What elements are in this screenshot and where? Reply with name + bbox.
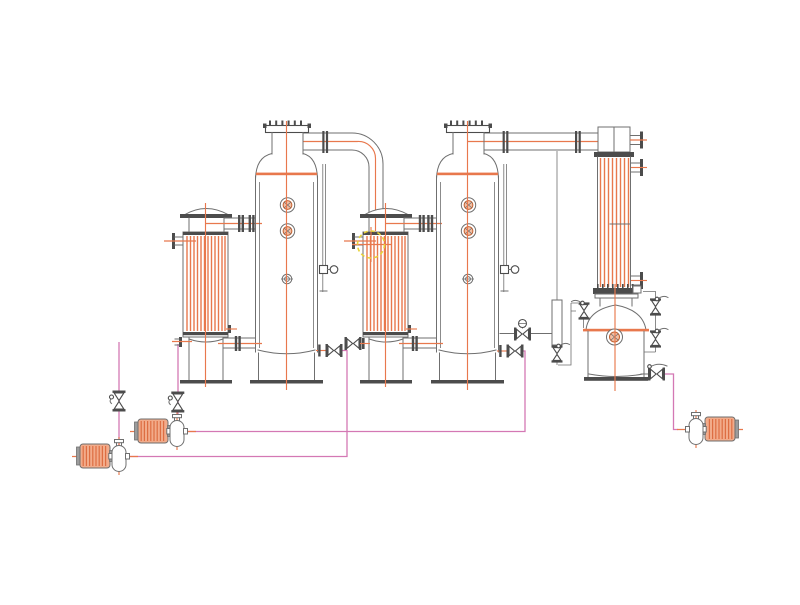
condenser: [593, 126, 647, 299]
receiver-drain-valve: [647, 366, 666, 382]
barometric-column: [499, 299, 571, 365]
receiver-right-vent-valve-lower: [649, 327, 669, 349]
separator-2: [399, 119, 525, 391]
pipe-pump1-discharge-to-separator2: [186, 350, 526, 433]
vapor-elbow: [302, 131, 384, 231]
heater2-inlet-valve: [343, 336, 363, 351]
separator-1: [218, 119, 344, 391]
vapor-line-to-condenser: [468, 131, 614, 300]
pump1-suction-valve: [167, 390, 185, 414]
globe-valve: [513, 326, 532, 342]
pump-1: [129, 390, 197, 451]
condensate-receiver: [558, 284, 669, 391]
heater-1: [163, 202, 262, 388]
heater-2: [343, 202, 442, 388]
pump-2: [71, 389, 139, 476]
separator1-bottom-valve: [324, 343, 344, 358]
separator2-bottom-valve: [505, 343, 525, 359]
highlight-marker: [352, 227, 392, 262]
pipe-receiver-drain-to-pump3: [664, 373, 678, 431]
pipe-pump2-discharge-to-heater2: [130, 349, 348, 458]
column-drain-valve: [550, 342, 571, 364]
process-piping-pink: [118, 342, 678, 458]
vent-stub: [632, 285, 642, 294]
pump2-suction-valve: [108, 389, 127, 413]
receiver-right-vent-valve-upper: [649, 295, 669, 317]
pump-3: [676, 409, 744, 449]
